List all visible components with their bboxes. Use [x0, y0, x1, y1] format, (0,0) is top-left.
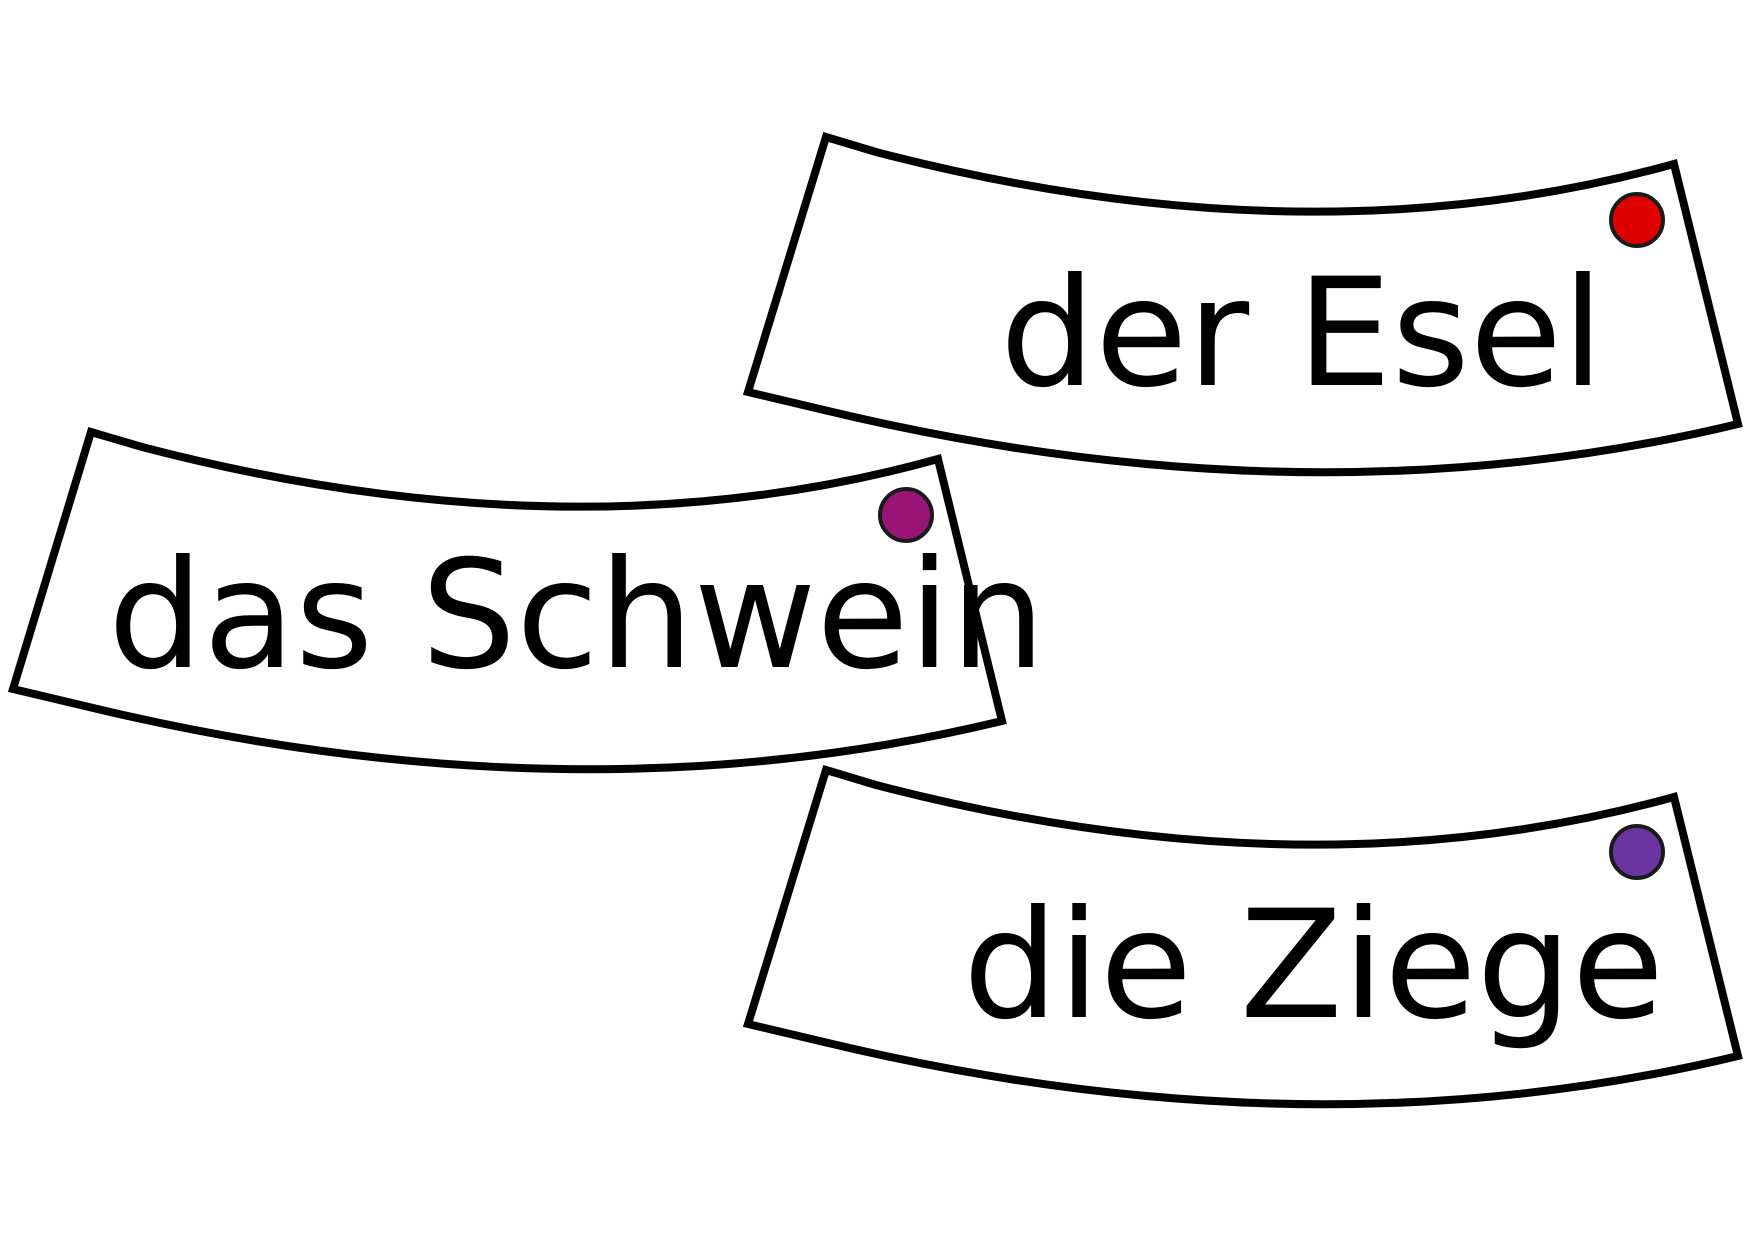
word-card-der-esel: der Esel — [742, 132, 1743, 477]
color-dot — [1609, 824, 1665, 880]
word-card-das-schwein: das Schwein — [7, 427, 1045, 774]
word-card-die-ziege: die Ziege — [742, 765, 1743, 1109]
card-outline — [7, 427, 1007, 774]
color-dot — [1609, 192, 1665, 248]
card-label: der Esel — [1000, 247, 1604, 421]
card-outline — [742, 765, 1743, 1109]
card-label: das Schwein — [108, 529, 1045, 703]
card-label: die Ziege — [963, 879, 1664, 1053]
card-outline — [742, 132, 1743, 477]
color-dot — [878, 487, 934, 543]
